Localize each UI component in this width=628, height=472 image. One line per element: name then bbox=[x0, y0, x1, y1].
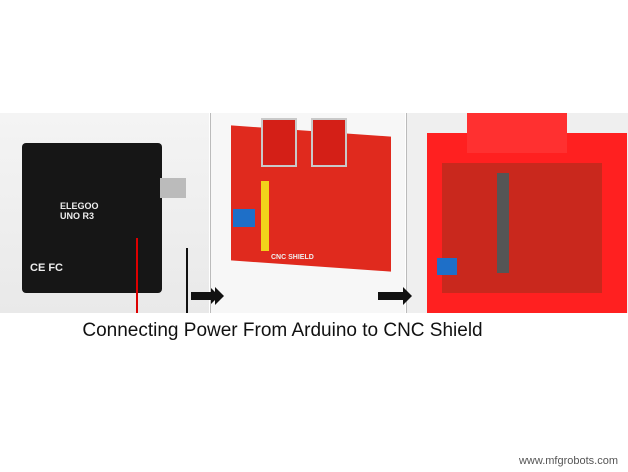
watermark: www.mfgrobots.com bbox=[518, 455, 618, 467]
black-wire bbox=[186, 248, 188, 313]
divider bbox=[406, 113, 407, 313]
stepper-driver-1 bbox=[261, 118, 297, 167]
red-wire bbox=[136, 238, 138, 313]
power-terminal bbox=[437, 258, 457, 275]
stepper-driver-2 bbox=[311, 118, 347, 167]
enclosure-photo bbox=[407, 113, 628, 313]
usb-port bbox=[160, 178, 186, 198]
yellow-header bbox=[261, 181, 269, 251]
arduino-board bbox=[22, 143, 162, 293]
case-lid bbox=[467, 113, 567, 153]
caption: Connecting Power From Arduino to CNC Shi… bbox=[82, 320, 483, 341]
power-terminal bbox=[233, 209, 255, 227]
braided-cable bbox=[497, 173, 509, 273]
ce-fc-marks: CE FC bbox=[30, 262, 63, 274]
cnc-shield-label: CNC SHIELD bbox=[271, 254, 314, 261]
divider bbox=[210, 113, 211, 313]
arrow-right-icon bbox=[191, 287, 224, 305]
cnc-shield bbox=[442, 163, 602, 293]
arrow-right-icon bbox=[378, 287, 412, 305]
cnc-shield-photo: CNC SHIELD bbox=[211, 113, 405, 313]
